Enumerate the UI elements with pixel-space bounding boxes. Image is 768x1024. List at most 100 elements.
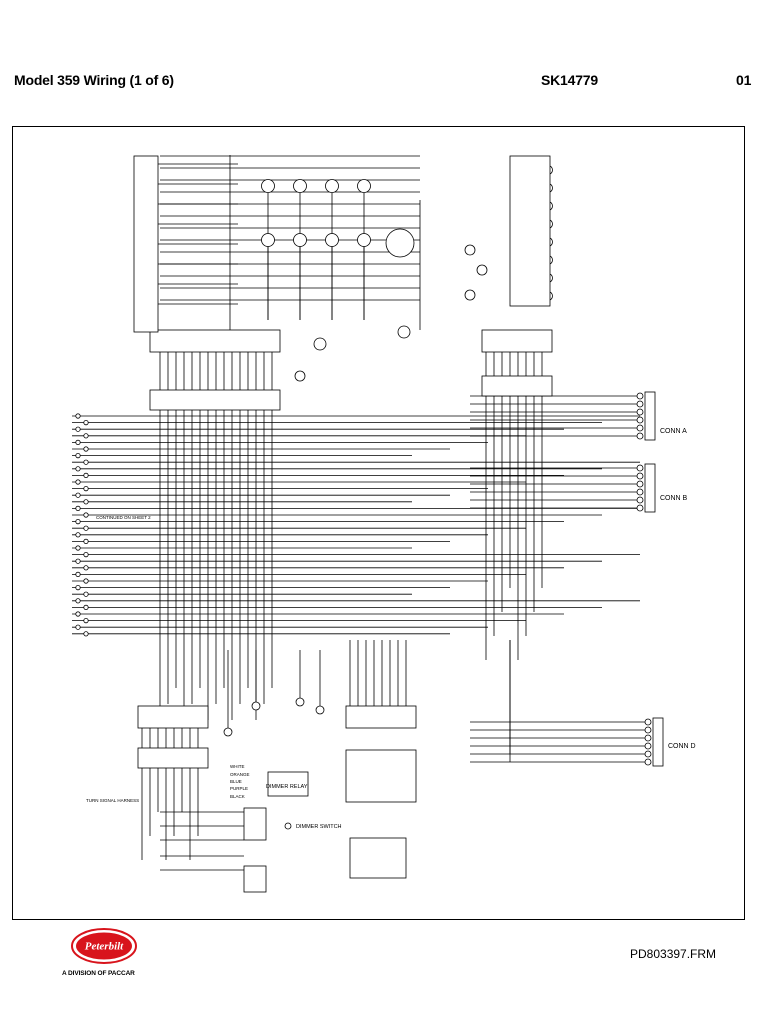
ground-terminal: [294, 370, 306, 382]
switch: [476, 264, 488, 276]
sheet-id: SK14779: [541, 72, 598, 88]
wire-color-purple: PURPLE: [230, 786, 248, 791]
wire-color-white: WHITE: [230, 764, 245, 769]
continued-note: CONTINUED ON SHEET 2: [96, 515, 151, 520]
gauge-harness-connector: [149, 389, 281, 411]
pressure-switch-connector: [481, 375, 553, 397]
dimmer-relay-body: [243, 807, 267, 841]
wire-terminal: [83, 446, 89, 452]
wire-terminal: [83, 591, 89, 597]
conn-pin: [644, 718, 652, 726]
conn-pin: [644, 742, 652, 750]
wire-terminal: [75, 611, 81, 617]
wire-terminal: [83, 433, 89, 439]
speedometer: [385, 228, 415, 258]
chassis-connector: [345, 749, 417, 803]
wire-color-black: BLACK: [230, 794, 245, 799]
division-text: A DIVISION OF PACCAR: [62, 970, 135, 977]
dimmer-relay: [267, 771, 309, 797]
wire-color-blue: BLUE: [230, 779, 242, 784]
sensor-bank: [509, 155, 551, 307]
connector-plug: [295, 697, 305, 707]
wire-terminal: [83, 499, 89, 505]
switch: [464, 244, 476, 256]
gauge: [325, 179, 339, 193]
dimmer-relay-label: DIMMER RELAY: [266, 784, 308, 790]
wire-terminal: [83, 565, 89, 571]
wire-color-orange: ORANGE: [230, 772, 250, 777]
connector-plug: [251, 701, 261, 711]
wire-terminal: [75, 492, 81, 498]
turn-signal-connector: [137, 705, 209, 729]
conn-pin: [644, 758, 652, 766]
conn-d-label: CONN D: [668, 743, 696, 750]
conn-pin: [636, 488, 644, 496]
file-reference: PD803397.FRM: [630, 947, 717, 961]
wire-terminal: [75, 413, 81, 419]
wire-terminal: [83, 617, 89, 624]
conn-pin: [636, 504, 644, 512]
turn-signal-connector: [137, 747, 209, 769]
page-title: Model 359 Wiring (1 of 6): [14, 72, 174, 88]
conn-pin: [636, 496, 644, 504]
conn-pin: [644, 734, 652, 742]
conn-pin: [644, 726, 652, 734]
wire-terminal: [75, 624, 81, 630]
wire-terminal: [75, 505, 81, 511]
wire-terminal: [75, 571, 81, 578]
conn-pin: [636, 408, 644, 416]
wire-runs: [72, 155, 645, 871]
gauge: [293, 179, 307, 193]
wire-terminal: [83, 578, 89, 584]
conn-a-label: CONN A: [660, 428, 687, 435]
wire-terminal: [75, 452, 81, 459]
brand-wordmark: Peterbilt: [85, 941, 124, 953]
flasher: [243, 865, 267, 893]
dimmer-switch-label: DIMMER SWITCH: [296, 824, 342, 830]
gauge-harness-connector: [149, 329, 281, 353]
conn-b-label: CONN B: [660, 495, 688, 502]
pressure-switch-connector: [481, 329, 553, 353]
wire-terminal: [75, 518, 81, 525]
peterbilt-logo: Peterbilt: [71, 928, 137, 964]
connector-plug: [315, 705, 325, 715]
wire-terminal: [83, 485, 89, 492]
wire-terminal: [83, 631, 89, 637]
wire-terminal: [75, 545, 81, 551]
lamp-bank: [133, 155, 159, 333]
wire-terminal: [75, 584, 81, 591]
wire-terminal: [83, 512, 89, 518]
wire-terminal: [75, 426, 81, 432]
wire-terminal: [83, 604, 89, 611]
wire-terminal: [83, 538, 89, 545]
conn-pin: [636, 472, 644, 480]
dimmer-switch-terminal: [284, 822, 292, 830]
gauge: [261, 233, 275, 247]
wire-terminal: [83, 472, 89, 478]
diagram-frame: [12, 126, 745, 920]
wire-terminal: [83, 419, 89, 426]
gauge: [261, 179, 275, 193]
conn-pin: [636, 400, 644, 408]
gauge: [357, 179, 371, 193]
schematic-components: [75, 155, 664, 893]
conn-pin: [636, 416, 644, 424]
conn-pin: [636, 464, 644, 472]
circuit-breaker: [313, 337, 327, 351]
wire-terminal: [75, 479, 81, 485]
conn-pin: [644, 750, 652, 758]
conn-pin: [636, 480, 644, 488]
wire-terminal: [83, 525, 89, 531]
wire-terminal: [75, 439, 81, 445]
wire-terminal: [83, 459, 89, 465]
wire-terminal: [75, 598, 81, 604]
gauge: [325, 233, 339, 247]
switch: [464, 289, 476, 301]
gauge: [293, 233, 307, 247]
conn-d: [652, 717, 664, 767]
chassis-connector: [345, 705, 417, 729]
conn-b: [644, 463, 656, 513]
wire-terminal: [83, 551, 89, 558]
logo-oval-inner: [76, 932, 132, 960]
